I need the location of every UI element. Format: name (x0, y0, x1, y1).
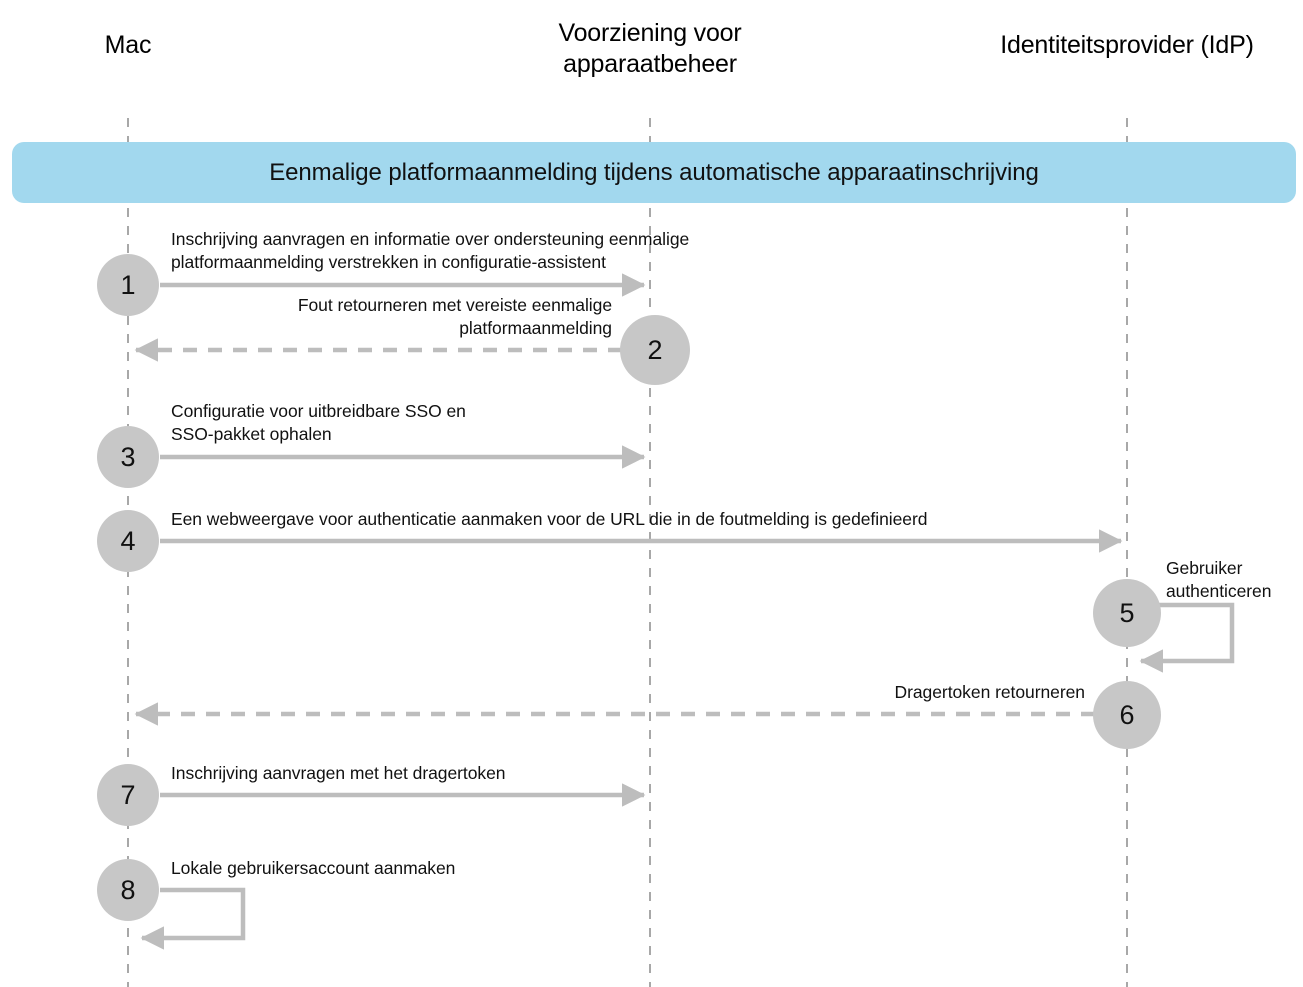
step-label-8: Lokale gebruikersaccount aanmaken (171, 858, 456, 878)
lane-header-idp: Identiteitsprovider (IdP) (1000, 31, 1254, 59)
step-number-7: 7 (120, 779, 136, 810)
arrow-step-8-self-loop (140, 887, 246, 950)
step-number-2: 2 (647, 334, 663, 365)
step-number-3: 3 (120, 441, 136, 472)
step-number-6: 6 (1119, 699, 1135, 730)
step-circle-1[interactable]: 1 (97, 254, 159, 316)
phase-banner-title: Eenmalige platformaanmelding tijdens aut… (269, 158, 1039, 186)
step-label-3: Configuratie voor uitbreidbare SSO en SS… (171, 401, 466, 444)
step-number-1: 1 (120, 269, 136, 300)
step-label-7: Inschrijving aanvragen met het dragertok… (171, 763, 506, 783)
step-label-2: Fout retourneren met vereiste eenmalige … (297, 295, 612, 338)
step-circle-5[interactable]: 5 (1093, 579, 1161, 647)
step-label-6: Dragertoken retourneren (894, 682, 1086, 702)
step-circle-4[interactable]: 4 (97, 510, 159, 572)
arrow-step-5-self-loop (1139, 602, 1235, 673)
step-label-1: Inschrijving aanvragen en informatie ove… (171, 229, 690, 272)
step-number-5: 5 (1119, 597, 1135, 628)
step-circle-2[interactable]: 2 (620, 315, 690, 385)
step-label-5: Gebruiker authenticeren (1166, 558, 1272, 601)
step-circle-3[interactable]: 3 (97, 426, 159, 488)
step-number-8: 8 (120, 874, 136, 905)
lane-header-mac: Mac (104, 31, 152, 59)
step-circle-6[interactable]: 6 (1093, 681, 1161, 749)
lane-header-mdm: Voorziening voor apparaatbeheer (558, 19, 742, 78)
step-number-4: 4 (120, 525, 136, 556)
step-circle-8[interactable]: 8 (97, 859, 159, 921)
phase-banner: Eenmalige platformaanmelding tijdens aut… (12, 142, 1296, 203)
step-label-4: Een webweergave voor authenticatie aanma… (171, 509, 928, 529)
step-circle-7[interactable]: 7 (97, 764, 159, 826)
